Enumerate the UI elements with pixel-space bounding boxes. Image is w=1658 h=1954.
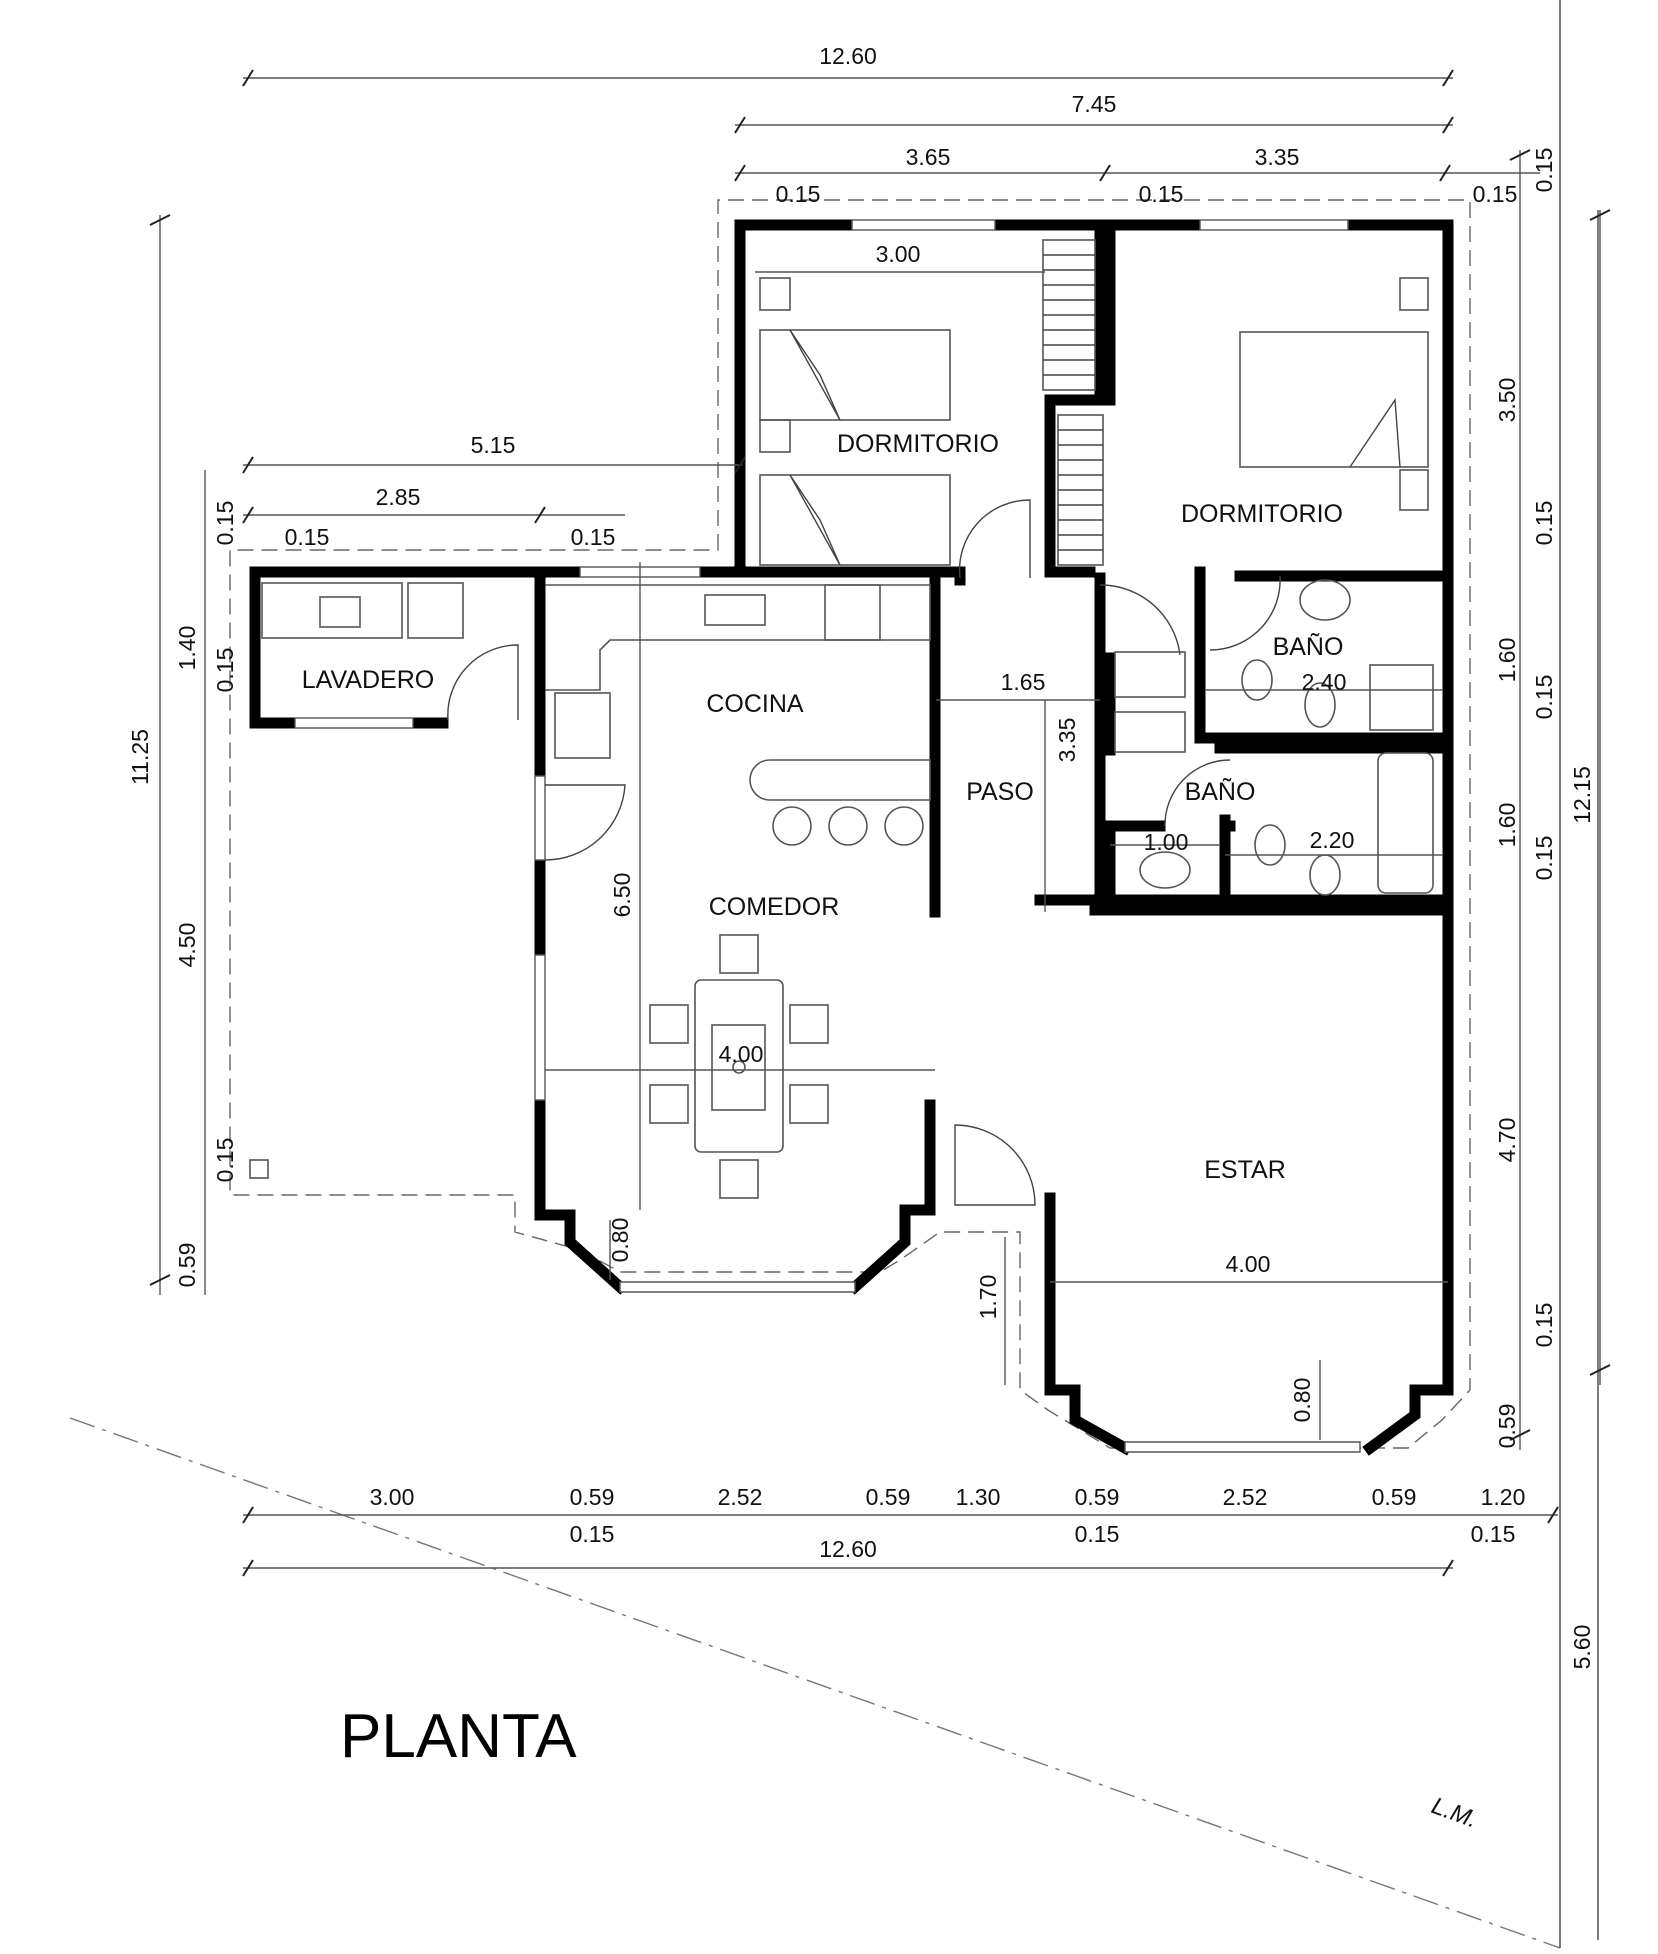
dim-estar-bay: 0.80 xyxy=(1289,1378,1315,1423)
stairs xyxy=(1042,239,1186,753)
dim-bottom-f: 0.59 xyxy=(1075,1484,1120,1510)
dim-lavadero-run: 5.15 xyxy=(471,432,516,458)
dim-right-overall: 12.15 xyxy=(1569,766,1595,824)
dim-left-wall-low: 0.15 xyxy=(212,1138,238,1183)
dim-bano1-width: 2.40 xyxy=(1302,669,1347,695)
dim-right-wall-4: 0.15 xyxy=(1531,1303,1557,1348)
dim-bano2-width: 2.20 xyxy=(1310,827,1355,853)
room-paso: PASO xyxy=(966,778,1034,806)
dimension-ticks xyxy=(149,69,1611,1577)
dim-lavadero-width: 2.85 xyxy=(376,484,421,510)
dim-bottom-h: 0.59 xyxy=(1372,1484,1417,1510)
dim-top-wall-a: 0.15 xyxy=(776,181,821,207)
dim-lav-wall-b: 0.15 xyxy=(571,524,616,550)
dim-right-bano2: 1.60 xyxy=(1494,803,1520,848)
dim-right-bay: 0.59 xyxy=(1494,1404,1520,1449)
outline-dashed xyxy=(229,199,1471,1449)
dim-bottom-i: 1.20 xyxy=(1481,1484,1526,1510)
dim-left-garden: 4.50 xyxy=(174,923,200,968)
dim-bottom-d: 0.59 xyxy=(866,1484,911,1510)
room-lavadero: LAVADERO xyxy=(302,666,434,694)
dimension-labels: 12.60 7.45 3.65 3.35 0.15 0.15 0.15 0.15… xyxy=(127,43,1595,1669)
dim-right-bano1: 1.60 xyxy=(1494,638,1520,683)
dim-bano2-sink: 1.00 xyxy=(1144,829,1189,855)
dim-bottom-wall-c: 0.15 xyxy=(1471,1521,1516,1547)
dim-top-dorm-left: 3.65 xyxy=(906,144,951,170)
dim-top-wall-d: 0.15 xyxy=(1531,148,1557,193)
room-dormitorio-2: DORMITORIO xyxy=(1181,500,1343,528)
dim-bottom-a: 3.00 xyxy=(370,1484,415,1510)
dim-top-wall-c: 0.15 xyxy=(1473,181,1518,207)
dim-paso-length: 3.35 xyxy=(1054,718,1080,763)
dim-estar-step: 1.70 xyxy=(975,1275,1001,1320)
dim-bottom-overall: 12.60 xyxy=(819,1536,877,1562)
room-comedor: COMEDOR xyxy=(709,893,840,921)
dim-left-wall-mid: 0.15 xyxy=(212,648,238,693)
doors xyxy=(447,499,1281,1206)
dim-bottom-e: 1.30 xyxy=(956,1484,1001,1510)
dim-top-dorm-right: 3.35 xyxy=(1255,144,1300,170)
dim-paso-width: 1.65 xyxy=(1001,669,1046,695)
room-cocina: COCINA xyxy=(706,690,804,718)
dim-right-wall-2: 0.15 xyxy=(1531,675,1557,720)
dim-left-bay: 0.59 xyxy=(174,1243,200,1288)
dim-right-estar: 4.70 xyxy=(1494,1118,1520,1163)
dim-right-dorm: 3.50 xyxy=(1494,378,1520,423)
dim-bottom-b: 0.59 xyxy=(570,1484,615,1510)
dim-bottom-wall-b: 0.15 xyxy=(1075,1521,1120,1547)
dim-top-upper: 7.45 xyxy=(1072,91,1117,117)
dim-lav-wall-a: 0.15 xyxy=(285,524,330,550)
walls xyxy=(249,219,1454,1456)
room-dormitorio-1: DORMITORIO xyxy=(837,430,999,458)
dim-right-wall-3: 0.15 xyxy=(1531,836,1557,881)
dim-comedor-bay: 0.80 xyxy=(607,1218,633,1263)
dim-cocina-length: 6.50 xyxy=(609,873,635,918)
dimension-lines xyxy=(159,77,1601,1569)
dim-left-overall: 11.25 xyxy=(127,729,153,785)
dim-bottom-c: 2.52 xyxy=(718,1484,763,1510)
dim-bottom-wall-a: 0.15 xyxy=(570,1521,615,1547)
room-bano-1: BAÑO xyxy=(1273,632,1344,661)
room-estar: ESTAR xyxy=(1204,1156,1286,1184)
room-labels: DORMITORIO DORMITORIO LAVADERO COCINA CO… xyxy=(302,430,1344,1184)
room-bano-2: BAÑO xyxy=(1185,777,1256,806)
dim-top-overall: 12.60 xyxy=(819,43,877,69)
dim-left-wall-top: 0.15 xyxy=(212,501,238,546)
dim-comedor-width: 4.00 xyxy=(719,1041,764,1067)
dim-dorm-width: 3.00 xyxy=(876,241,921,267)
dim-left-lavadero: 1.40 xyxy=(174,626,200,671)
dim-right-wall-1: 0.15 xyxy=(1531,501,1557,546)
dim-right-setback: 5.60 xyxy=(1569,1625,1595,1670)
dim-bottom-g: 2.52 xyxy=(1223,1484,1268,1510)
plan-title: PLANTA xyxy=(340,1702,577,1771)
property-line xyxy=(69,0,1599,1949)
dim-top-wall-b: 0.15 xyxy=(1139,181,1184,207)
windows xyxy=(294,219,1349,1101)
furniture xyxy=(249,277,1434,1199)
lm-label: L.M. xyxy=(1428,1792,1481,1833)
dim-estar-width: 4.00 xyxy=(1226,1251,1271,1277)
